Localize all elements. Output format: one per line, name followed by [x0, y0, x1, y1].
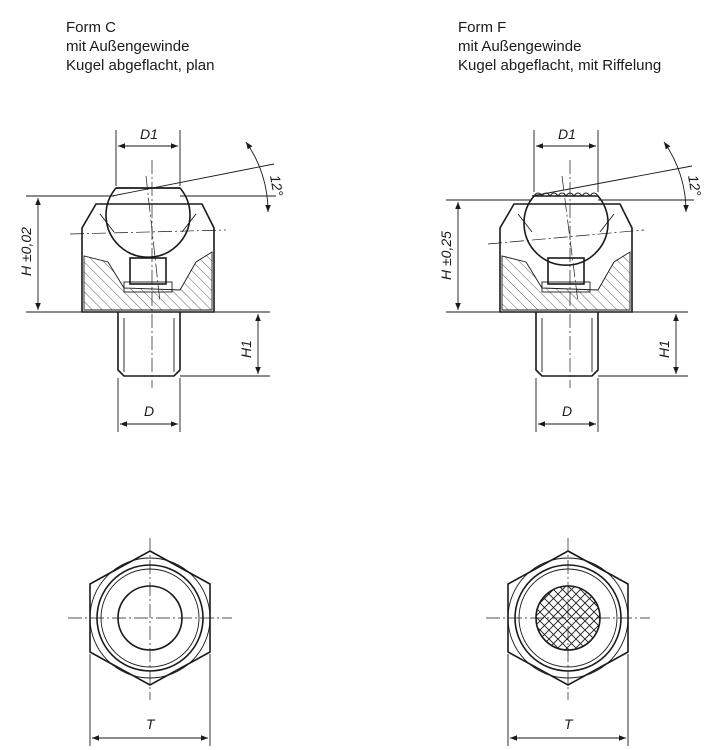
form-c-t-dimension	[89, 654, 211, 746]
form-f-description: Kugel abgeflacht, mit Riffelung	[458, 57, 662, 74]
form-c-angle-label: 12°	[267, 174, 287, 198]
form-c-caption: Form C mit Außengewinde Kugel abgeflacht…	[66, 18, 214, 75]
form-f-title: Form F	[458, 19, 507, 36]
form-f-h1-label: H1	[656, 340, 672, 358]
form-c-h-label: H ±0,02	[18, 227, 34, 276]
form-c-title: Form C	[66, 19, 116, 36]
form-c-t-label: T	[146, 716, 156, 732]
form-c-description: Kugel abgeflacht, plan	[66, 57, 215, 74]
form-f-d-label: D	[562, 403, 572, 419]
form-c-d1-label: D1	[140, 126, 158, 142]
form-c-dimensions	[26, 130, 276, 432]
form-f-caption: Form F mit Außengewinde Kugel abgeflacht…	[458, 18, 661, 75]
form-c-side-view	[69, 160, 275, 388]
form-f-subtitle: mit Außengewinde	[458, 38, 582, 55]
form-f-d1-label: D1	[558, 126, 576, 142]
form-f-dimensions	[446, 130, 694, 432]
form-c-h1-label: H1	[238, 340, 254, 358]
form-f-t-dimension	[507, 654, 629, 746]
form-c-subtitle: mit Außengewinde	[66, 38, 190, 55]
form-f-top-view	[486, 538, 650, 700]
form-f-t-label: T	[564, 716, 574, 732]
form-c-top-view	[68, 538, 232, 700]
form-c-d-label: D	[144, 403, 154, 419]
form-f-h-label: H ±0,25	[438, 231, 454, 280]
form-f-angle-label: 12°	[685, 174, 705, 198]
